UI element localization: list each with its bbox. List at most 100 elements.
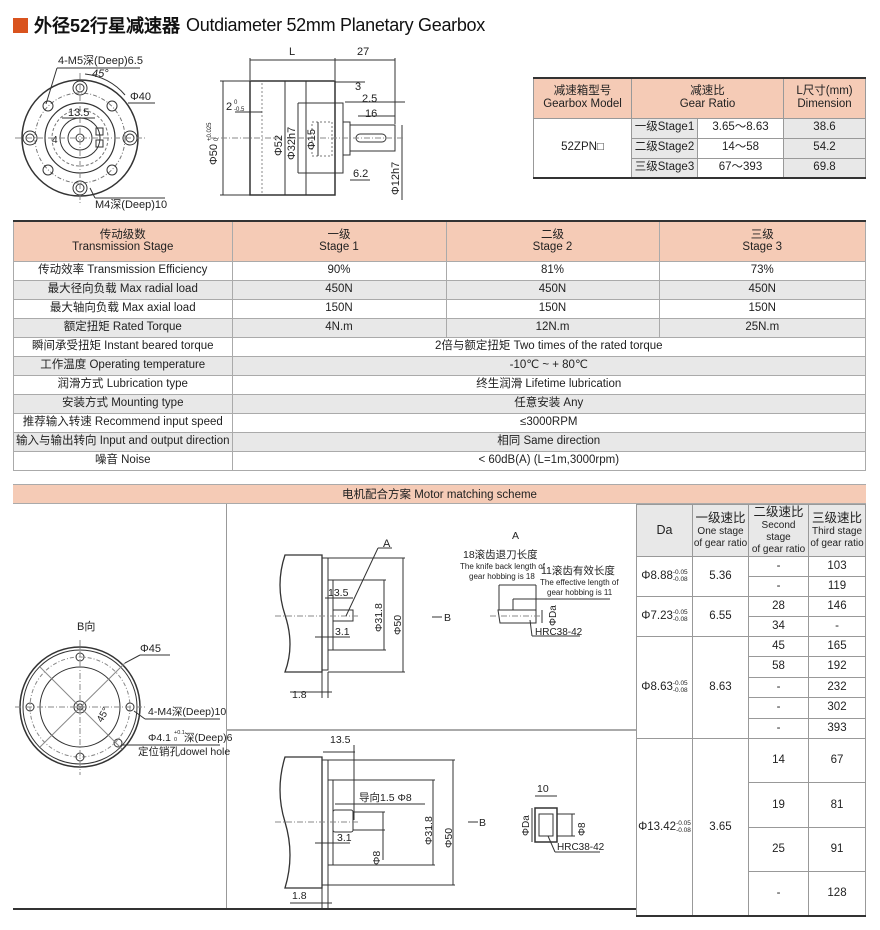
second-stage-ratio: - — [748, 556, 809, 577]
stage: 三级Stage3 — [631, 157, 698, 179]
second-stage-ratio: - — [748, 676, 809, 699]
second-stage-ratio: 34 — [748, 616, 809, 637]
ratio-row: -128 — [637, 871, 866, 917]
spec-value: 450N — [445, 279, 660, 300]
dim-phi50: Φ50 — [208, 144, 220, 165]
dim-13-5: 13.5 — [328, 587, 349, 599]
dim-phi12h7: Φ12h7 — [390, 162, 402, 195]
front-pcd-label: Φ40 — [130, 91, 151, 103]
spec-value: 73% — [658, 260, 866, 281]
dim-phi50-tol-lo: 0 — [214, 137, 220, 141]
spec-label: 额定扭矩 Rated Torque — [13, 317, 233, 338]
second-stage-ratio: 19 — [748, 782, 809, 828]
spec-label: 推荐输入转速 Recommend input speed — [13, 412, 233, 433]
dim-10: 10 — [537, 783, 549, 795]
model-row: 52ZPN□ 一级Stage1 3.65～8.63 38.6 — [533, 117, 866, 179]
spec-value: 450N — [231, 279, 447, 300]
title-marker-icon — [13, 17, 28, 33]
second-stage-ratio: - — [748, 717, 809, 739]
third-stage-ratio: - — [808, 616, 866, 637]
spec-label: 工作温度 Operating temperature — [13, 355, 233, 376]
b-view-label: B向 — [77, 619, 95, 633]
dim-16: 16 — [365, 108, 377, 120]
ratio: 14～58 — [697, 137, 784, 159]
spec-value: 90% — [231, 260, 447, 281]
dim-phi31-8: Φ31.8 — [373, 603, 385, 632]
spec-value: 150N — [231, 298, 447, 319]
ratio: 67～393 — [697, 157, 784, 179]
b-holes-label: 4-M4深(Deep)10 — [148, 706, 226, 718]
divider — [13, 908, 636, 910]
third-stage-ratio: 91 — [808, 826, 866, 873]
model-name: 52ZPN□ — [533, 117, 632, 179]
b-view-drawing: B向 Φ45 4-M4深(Deep)10 45° Φ4.1 +0.1 0 深(D… — [15, 619, 233, 775]
effective-cn: 11滚齿有效长度 — [541, 564, 615, 577]
one-stage-ratio: 6.55 — [692, 596, 749, 637]
b-angle-label: 45° — [95, 706, 112, 725]
dim-L: L — [289, 46, 295, 58]
second-stage-ratio: 58 — [748, 656, 809, 678]
da-value: Φ13.42-0.05-0.08 — [636, 737, 693, 917]
second-stage-ratio: - — [748, 697, 809, 719]
second-stage-ratio: 28 — [748, 596, 809, 617]
page-title: 外径52行星减速器 Outdiameter 52mm Planetary Gea… — [13, 12, 485, 38]
spec-value: 终生润滑 Lifetime lubrication — [231, 374, 866, 395]
ratio: 3.65～8.63 — [697, 117, 784, 139]
spec-row: 推荐输入转速 Recommend input speed≤3000RPM — [13, 412, 866, 433]
b-dowel-depth: 深(Deep)6 — [184, 732, 233, 744]
dim-3-1: 3.1 — [337, 832, 352, 844]
spec-value: 任意安装 Any — [231, 393, 866, 414]
da-value: Φ8.63-0.05-0.08 — [636, 636, 693, 739]
spec-value: 相同 Same direction — [231, 431, 866, 452]
third-stage-ratio: 165 — [808, 635, 866, 658]
front-key-label: 4 — [52, 135, 58, 146]
spec-value: -10℃ ~ + 80℃ — [231, 355, 866, 376]
dim-3-1: 3.1 — [335, 626, 350, 638]
dim-phi32h7: Φ32h7 — [286, 127, 298, 160]
front-view-drawing: 4-M5深(Deep)6.5 45° Φ40 13.5 4 M4深(Deep)1… — [15, 54, 167, 211]
third-stage-ratio: 146 — [808, 596, 866, 617]
title-en: Outdiameter 52mm Planetary Gearbox — [186, 14, 485, 35]
third-stage-ratio: 302 — [808, 697, 866, 719]
spec-value: 150N — [658, 298, 866, 319]
spec-row: 工作温度 Operating temperature-10℃ ~ + 80℃ — [13, 355, 866, 376]
spec-label: 最大径向负载 Max radial load — [13, 279, 233, 300]
ratio-row: 34- — [637, 616, 866, 637]
second-stage-ratio: 14 — [748, 737, 809, 784]
divider — [226, 729, 636, 731]
dim-27: 27 — [357, 46, 369, 58]
third-stage-ratio: 81 — [808, 782, 866, 828]
third-stage-ratio: 103 — [808, 556, 866, 577]
spec-label: 最大轴向负载 Max axial load — [13, 298, 233, 319]
dim-2-5: 2.5 — [362, 93, 377, 105]
spec-value: ≤3000RPM — [231, 412, 866, 433]
ratio-row: -393 — [637, 717, 866, 739]
spec-row: 噪音 Noise< 60dB(A) (L=1m,3000rpm) — [13, 450, 866, 471]
third-stage-ratio: 128 — [808, 871, 866, 917]
spec-value: 2倍与额定扭矩 Two times of the rated torque — [231, 336, 866, 357]
spec-value: 4N.m — [231, 317, 447, 338]
hrc-label: HRC38-42 — [535, 627, 583, 638]
b-dowel-name: 定位销孔dowel hole — [138, 745, 230, 758]
b-dowel-tol-up: +0.1 — [174, 730, 185, 736]
front-center-hole-label: M4深(Deep)10 — [95, 198, 167, 211]
spec-label: 瞬间承受扭矩 Instant beared torque — [13, 336, 233, 357]
dim-guide: 导向1.5 Φ8 — [359, 791, 412, 804]
spec-label: 安装方式 Mounting type — [13, 393, 233, 414]
dim-2: 2 — [226, 101, 232, 113]
